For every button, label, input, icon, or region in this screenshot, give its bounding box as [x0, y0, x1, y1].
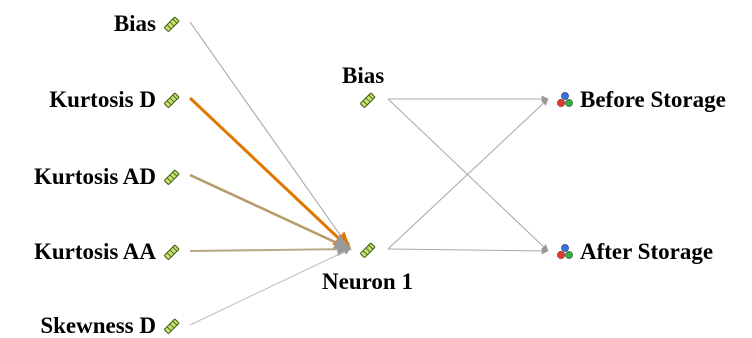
input-node-label: Kurtosis AD: [33, 164, 156, 189]
connection-kurtosis-aa-to-neuron1: [189, 242, 352, 257]
connection-kurtosis-d-to-neuron1: [188, 96, 352, 251]
neuron-label: Neuron 1: [322, 269, 413, 294]
connection-skewness-d-to-neuron1: [189, 248, 351, 326]
connection-neuron1-to-before-storage: [387, 98, 549, 250]
connection-kurtosis-ad-to-neuron1: [189, 173, 352, 251]
pencil-icon: [164, 16, 180, 32]
nominal-output-icon: [557, 244, 573, 259]
pencil-icon: [164, 318, 180, 334]
input-node-label: Skewness D: [40, 313, 156, 338]
connection-bias2-to-after-storage: [387, 98, 549, 252]
hidden-bias-label: Bias: [342, 63, 385, 88]
pencil-icon: [360, 242, 376, 258]
input-node-label: Kurtosis D: [49, 87, 156, 112]
pencil-icon: [360, 92, 376, 108]
pencil-icon: [164, 244, 180, 260]
pencil-icon: [164, 169, 180, 185]
pencil-icon: [164, 92, 180, 108]
output-node-label: Before Storage: [580, 87, 726, 112]
connection-neuron1-to-after-storage: [387, 247, 549, 255]
input-node-label: Kurtosis AA: [33, 239, 156, 264]
connection-bias-to-neuron1: [189, 21, 351, 250]
nominal-output-icon: [557, 92, 573, 107]
output-node-label: After Storage: [580, 239, 714, 264]
input-node-label: Bias: [113, 11, 156, 36]
